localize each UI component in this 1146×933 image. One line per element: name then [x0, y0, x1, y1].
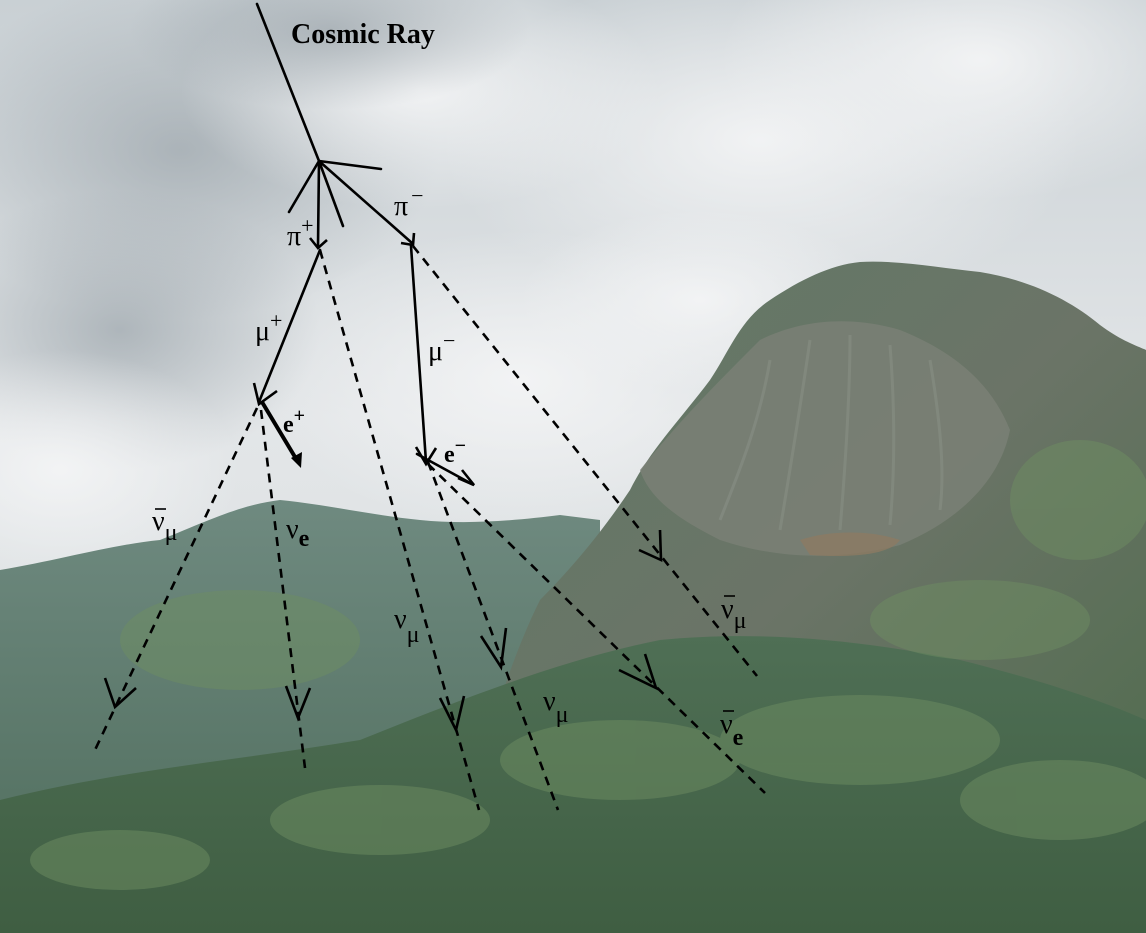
svg-text:νμ: νμ [152, 506, 178, 546]
mu-minus-track [409, 244, 428, 464]
rock-face [640, 321, 1010, 556]
nu-e-track [259, 409, 307, 769]
rock-streaks [718, 334, 944, 531]
e-minus-arrowhead [457, 469, 476, 487]
pi-minus-arrowhead [400, 232, 416, 247]
mu-minus-arrowhead [414, 446, 438, 467]
clouds [0, 0, 1146, 590]
nubar-mu-right-arrowhead [638, 529, 663, 563]
interaction-vertex [287, 159, 383, 228]
label-nubar-mu-left: νμ [152, 506, 178, 546]
nu-mu-right-track [426, 461, 560, 811]
svg-text:νμ: νμ [721, 594, 747, 634]
nu-mu-right-arrowhead [479, 627, 508, 671]
label-e-minus: e− [444, 435, 466, 468]
nubar-e-arrowhead [618, 653, 659, 691]
label-nubar-e: νe [720, 709, 744, 751]
rock-warm-patch [800, 532, 900, 557]
label-e-plus: e+ [283, 405, 305, 438]
svg-text:νe: νe [720, 709, 744, 751]
label-nu-e: νe [286, 514, 310, 552]
cosmic-ray-track [255, 2, 321, 163]
pi-minus-track [317, 159, 414, 245]
title-cosmic-ray: Cosmic Ray [291, 19, 435, 50]
nu-mu-center-arrowhead [438, 695, 466, 734]
label-nubar-mu-right: νμ [721, 594, 747, 634]
e-plus-track [260, 400, 300, 464]
mu-plus-track [257, 248, 322, 404]
vegetation-texture [30, 440, 1146, 890]
nubar-mu-right-track [411, 245, 759, 677]
mu-plus-arrowhead [252, 382, 278, 407]
label-pi-minus: π− [394, 183, 424, 222]
nu-mu-center-track [318, 249, 481, 811]
label-mu-minus: μ− [428, 328, 455, 367]
label-nu-mu-center: νμ [394, 604, 420, 648]
pi-plus-arrowhead [308, 237, 328, 250]
nu-e-arrowhead [284, 685, 312, 722]
pi-plus-track [316, 159, 321, 248]
label-nu-mu-right: νμ [543, 686, 569, 728]
e-plus-arrowhead [291, 452, 302, 468]
nubar-mu-left-arrowhead [103, 677, 137, 710]
label-pi-plus: π+ [287, 213, 314, 252]
nubar-e-track [427, 463, 766, 794]
label-mu-plus: μ+ [255, 308, 282, 347]
